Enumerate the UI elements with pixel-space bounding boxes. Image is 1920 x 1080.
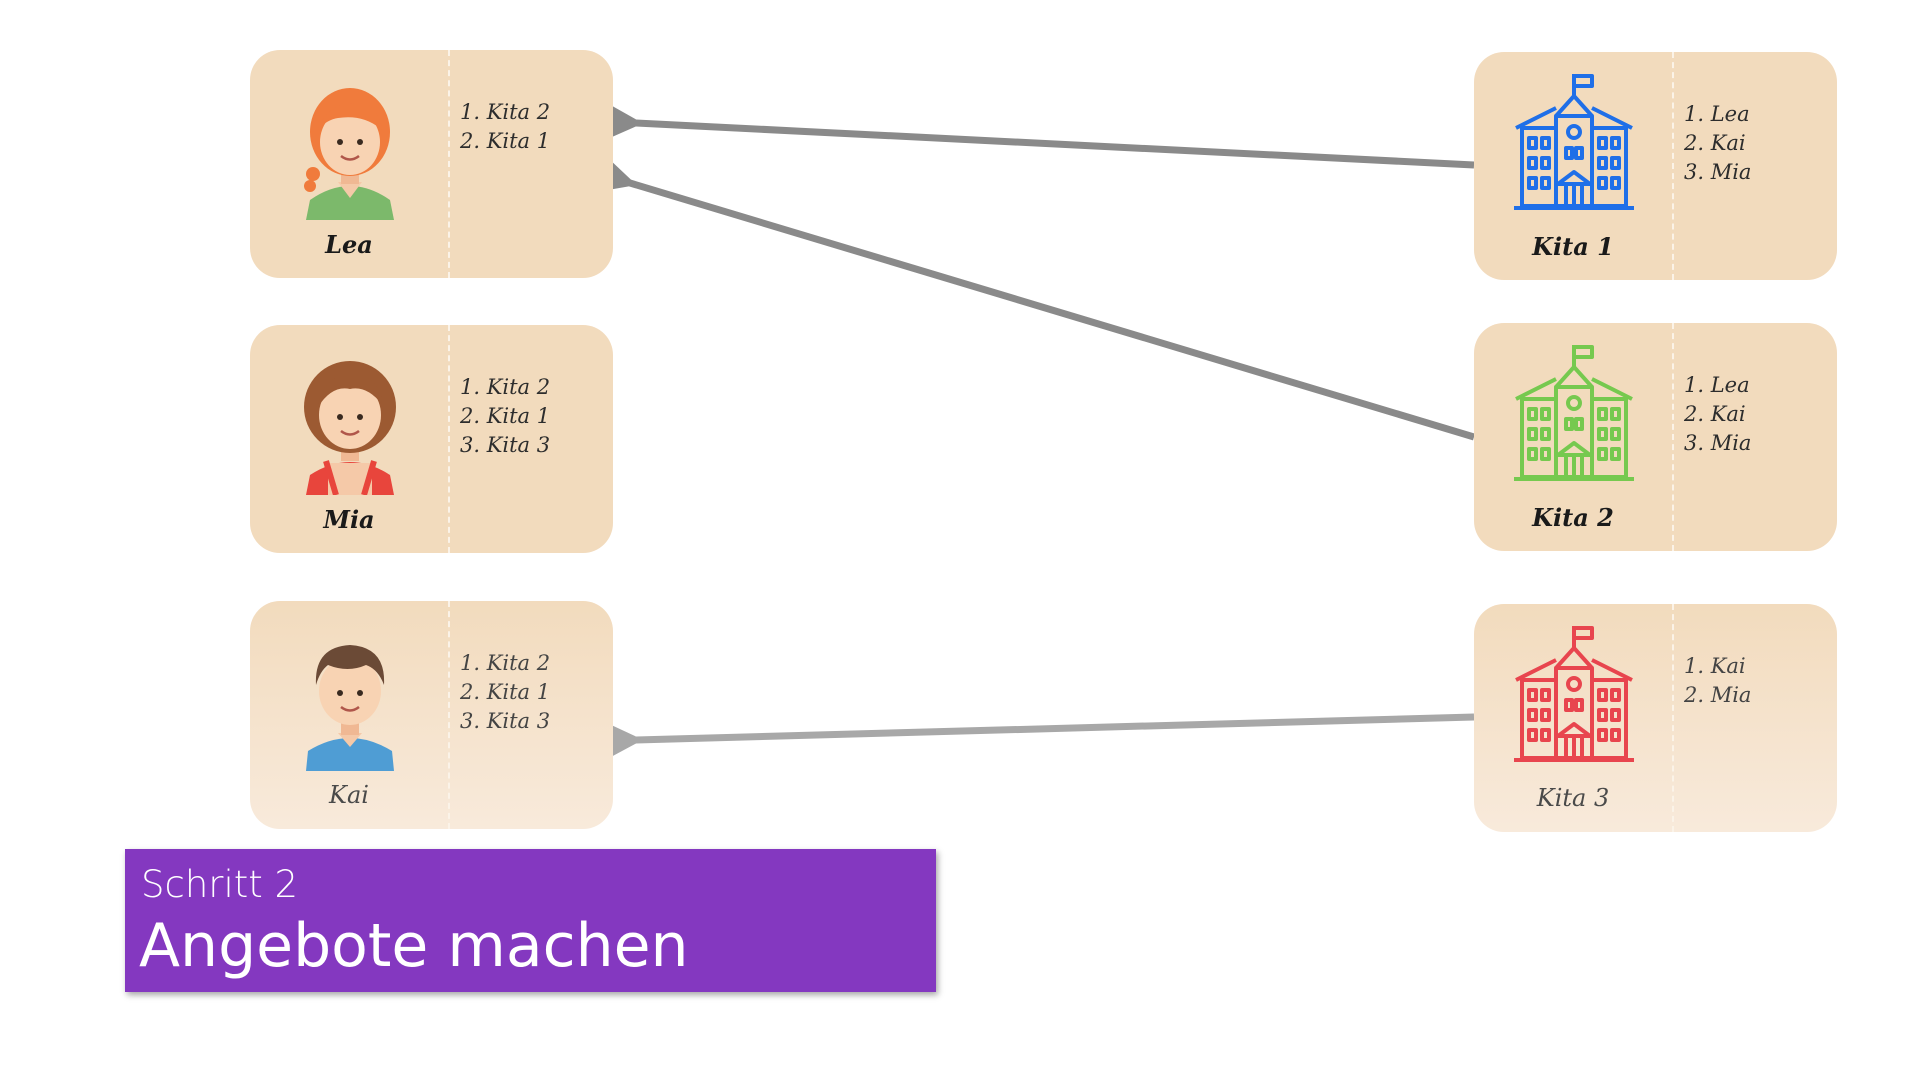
child-card-kai: Kai 1. Kita 2 2. Kita 1 3. Kita 3: [250, 601, 613, 829]
preference-item: 1. Kita 2: [460, 375, 551, 399]
child-name: Mia: [323, 505, 375, 534]
preference-item: 1. Kita 2: [460, 651, 551, 675]
preference-item: 2. Kita 1: [460, 680, 551, 704]
preference-list: 1. Kita 2 2. Kita 1 3. Kita 3: [460, 649, 550, 736]
school-building-icon: [1512, 343, 1636, 493]
child-name: Kai: [329, 781, 369, 809]
preference-item: 1. Lea: [1684, 373, 1750, 397]
child-card-lea: Lea 1. Kita 2 2. Kita 1: [250, 50, 613, 278]
girl-brown-hair-icon: [288, 345, 412, 496]
card-divider: [1672, 604, 1674, 832]
offer-arrow-kita1-lea: [599, 100, 1475, 169]
preference-item: 2. Kai: [1684, 402, 1746, 426]
offer-arrow-kita2-lea: [590, 152, 1476, 441]
step-title: Angebote machen: [139, 911, 689, 981]
kita-name: Kita 2: [1532, 503, 1614, 532]
step-caption: Schritt 2 Angebote machen: [125, 849, 936, 992]
preference-item: 2. Mia: [1684, 683, 1752, 707]
card-divider: [1672, 323, 1674, 551]
boy-icon: [288, 621, 412, 771]
child-name: Lea: [325, 230, 373, 259]
kita-card-1: Kita 1 1. Lea 2. Kai 3. Mia: [1474, 52, 1837, 280]
preference-item: 2. Kita 1: [460, 404, 551, 428]
preference-item: 3. Mia: [1684, 160, 1752, 184]
card-divider: [1672, 52, 1674, 280]
preference-item: 3. Kita 3: [460, 709, 551, 733]
preference-item: 1. Kita 2: [460, 100, 551, 124]
kita-name: Kita 3: [1536, 784, 1610, 812]
card-divider: [448, 325, 450, 553]
step-label: Schritt 2: [141, 863, 299, 906]
preference-item: 2. Kai: [1684, 131, 1746, 155]
girl-red-hair-icon: [288, 70, 412, 220]
card-divider: [448, 50, 450, 278]
offer-arrow-kita3-kai: [600, 713, 1475, 762]
preference-item: 3. Mia: [1684, 431, 1752, 455]
preference-list: 1. Lea 2. Kai 3. Mia: [1684, 371, 1751, 458]
preference-list: 1. Lea 2. Kai 3. Mia: [1684, 100, 1751, 187]
school-building-icon: [1512, 624, 1636, 774]
preference-item: 3. Kita 3: [460, 433, 551, 457]
card-divider: [448, 601, 450, 829]
child-card-mia: Mia 1. Kita 2 2. Kita 1 3. Kita 3: [250, 325, 613, 553]
preference-list: 1. Kita 2 2. Kita 1: [460, 98, 550, 156]
kita-name: Kita 1: [1532, 232, 1614, 261]
preference-item: 2. Kita 1: [460, 129, 551, 153]
preference-list: 1. Kita 2 2. Kita 1 3. Kita 3: [460, 373, 550, 460]
school-building-icon: [1512, 72, 1636, 222]
preference-item: 1. Kai: [1684, 654, 1746, 678]
kita-card-2: Kita 2 1. Lea 2. Kai 3. Mia: [1474, 323, 1837, 551]
preference-item: 1. Lea: [1684, 102, 1750, 126]
kita-card-3: Kita 3 1. Kai 2. Mia: [1474, 604, 1837, 832]
preference-list: 1. Kai 2. Mia: [1684, 652, 1751, 710]
